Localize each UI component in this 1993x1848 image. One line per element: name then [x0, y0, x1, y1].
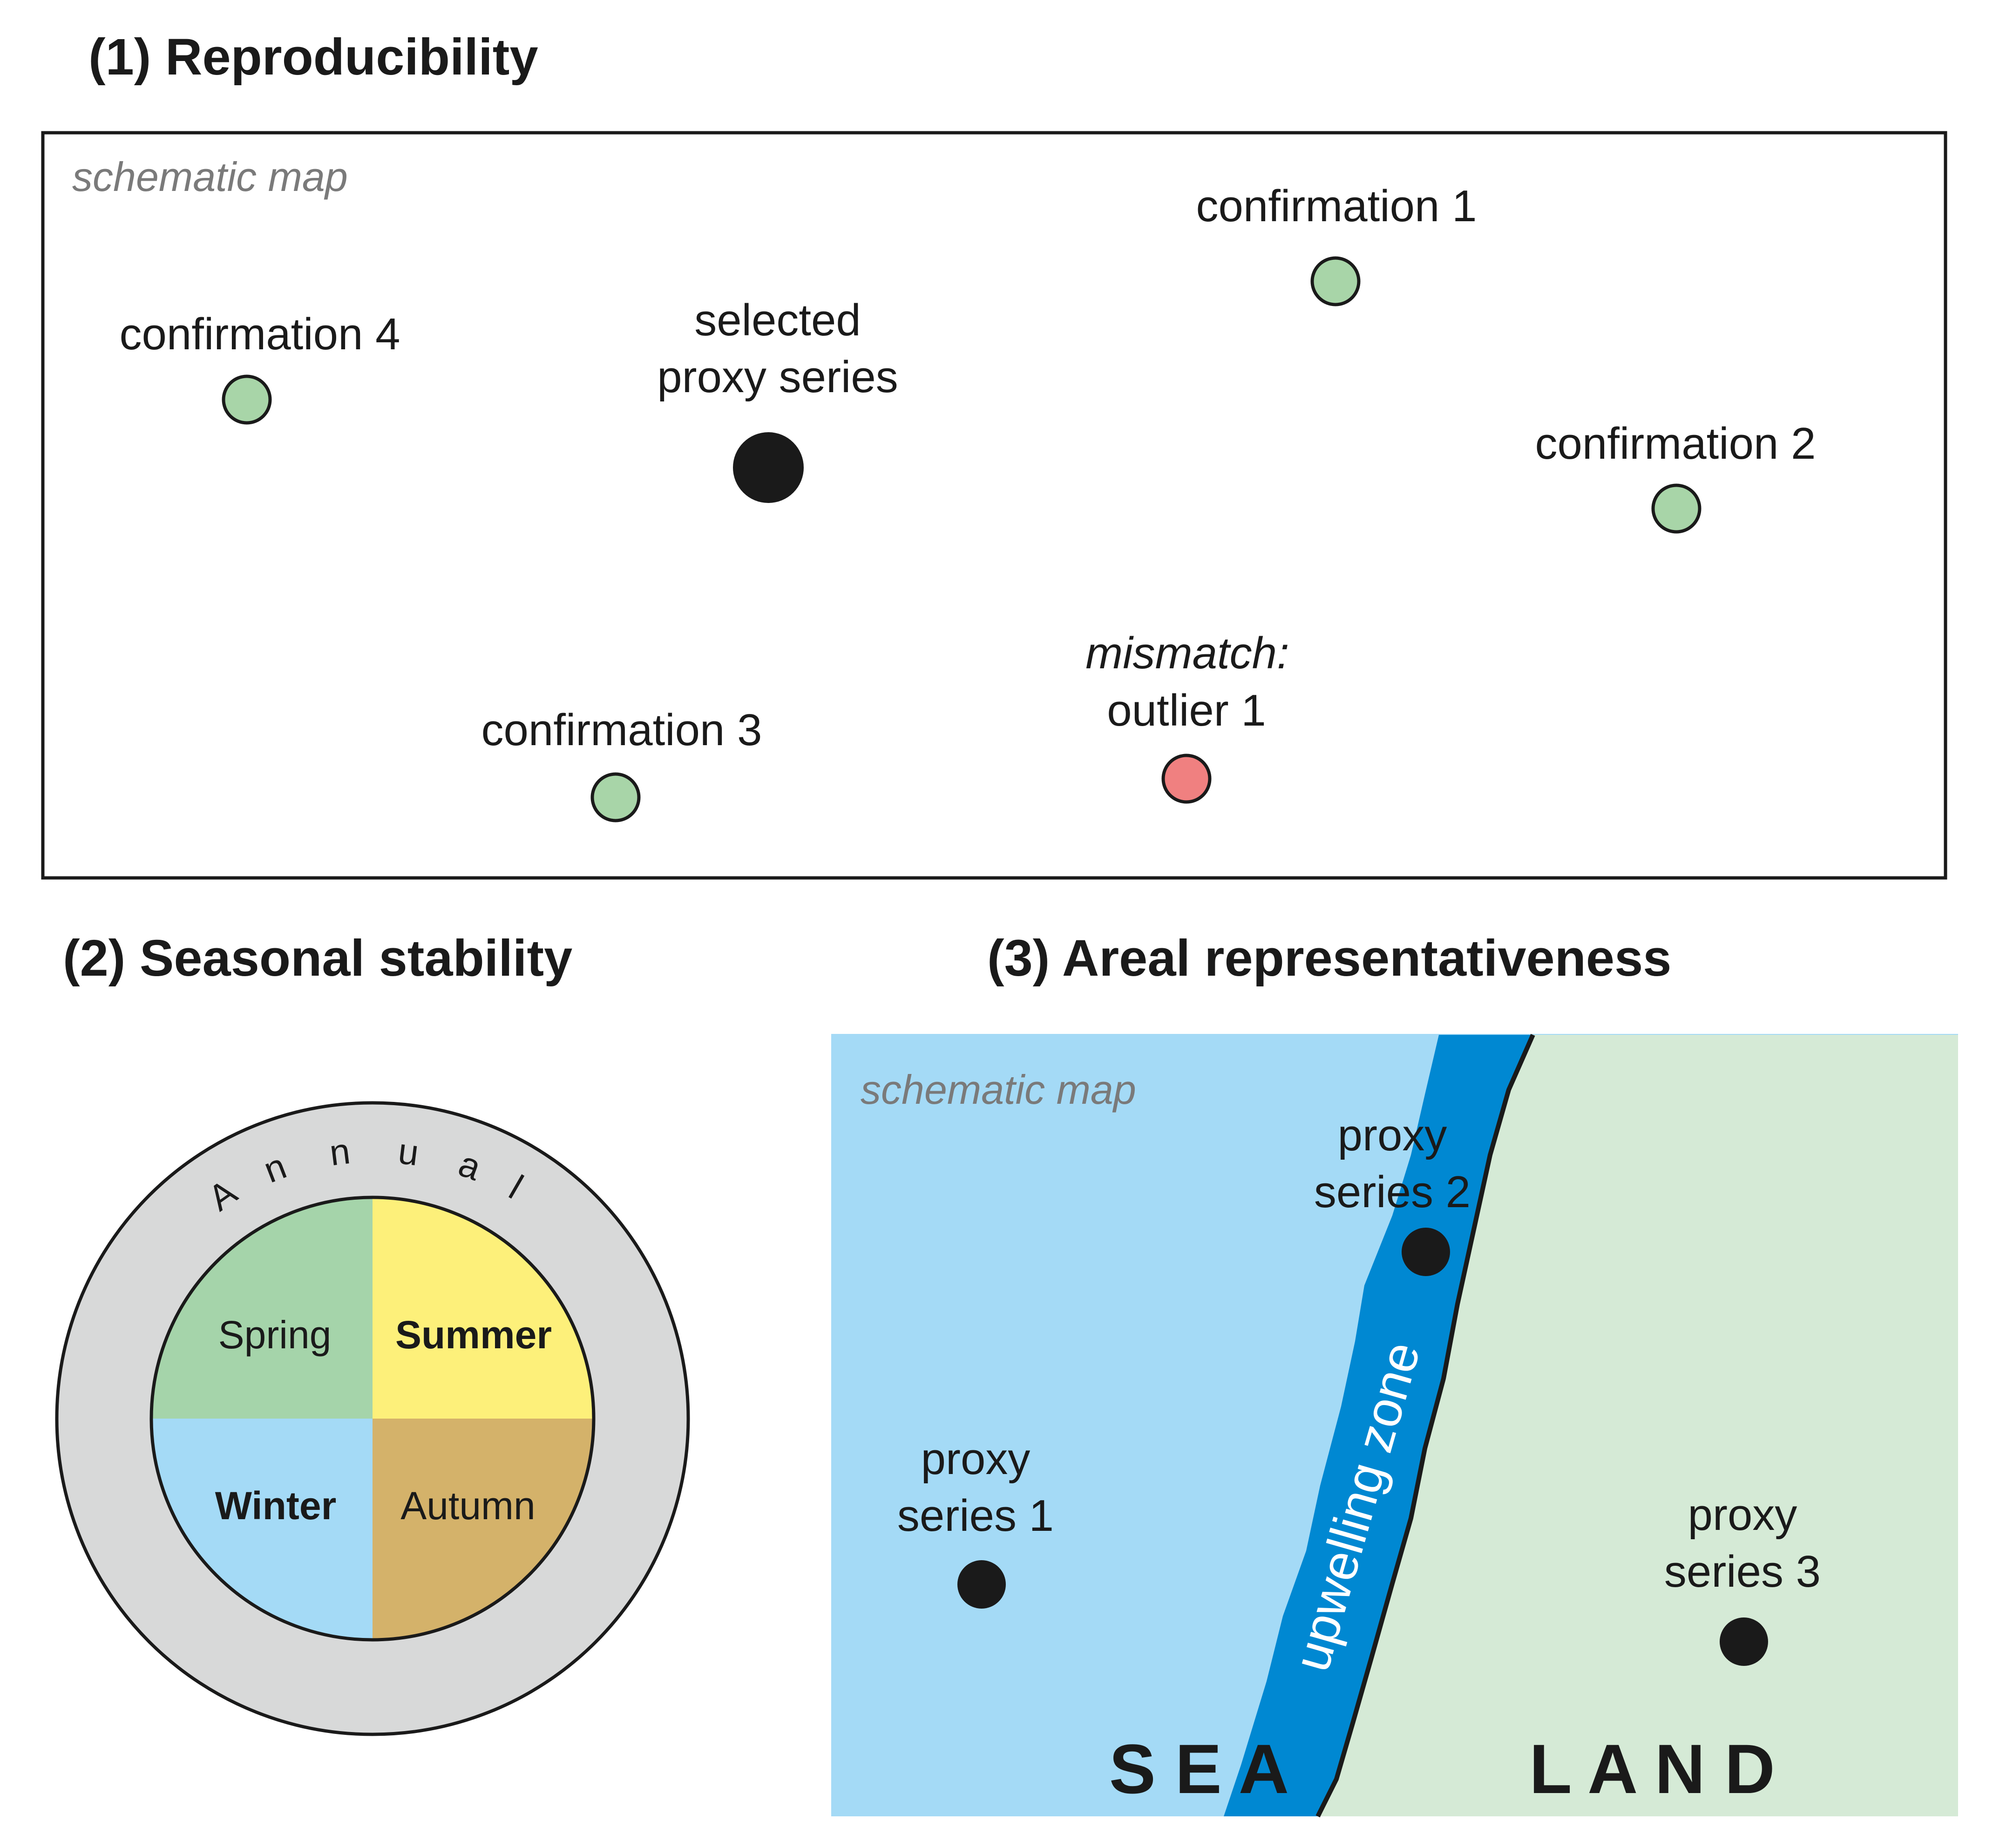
proxy-series-1-marker	[957, 1560, 1006, 1609]
areal-map: schematic map upwelling zone proxy serie…	[831, 1033, 1958, 1818]
winter-label: Winter	[215, 1484, 337, 1528]
spring-label: Spring	[218, 1313, 332, 1357]
outlier-1-label: outlier 1	[1107, 686, 1266, 735]
summer-quadrant	[373, 1197, 594, 1419]
coastline	[1315, 1033, 1535, 1818]
seasonal-wheel: Spring Summer Winter Autumn A n n u a l	[55, 1101, 690, 1736]
panel3-map-note: schematic map	[861, 1067, 1136, 1113]
proxy-series-2-label-line2: series 2	[1314, 1167, 1471, 1217]
selected-proxy-label-line1: selected	[694, 295, 861, 345]
mismatch-label: mismatch:	[1085, 628, 1289, 678]
spring-quadrant	[151, 1197, 373, 1419]
proxy-series-3-marker	[1720, 1617, 1768, 1666]
panel1-map-frame	[41, 131, 1947, 880]
proxy-series-2-marker	[1402, 1228, 1450, 1276]
selected-proxy-marker	[733, 432, 804, 503]
season-circle-outline	[149, 1196, 596, 1642]
sea-label: S E A	[1109, 1730, 1289, 1808]
annual-letter: n	[327, 1130, 353, 1174]
annual-letter: u	[396, 1130, 421, 1174]
panel2-title: (2) Seasonal stability	[63, 930, 572, 987]
winter-quadrant	[151, 1419, 373, 1640]
confirmation-3-label: confirmation 3	[481, 705, 762, 755]
panel1-map-note: schematic map	[72, 154, 348, 200]
outlier-1-marker	[1161, 754, 1212, 804]
proxy-series-3-label-line1: proxy	[1688, 1490, 1797, 1540]
confirmation-4-label: confirmation 4	[120, 309, 400, 359]
upwelling-zone	[1224, 1035, 1533, 1816]
confirmation-4-marker	[222, 374, 272, 425]
selected-proxy-label-line2: proxy series	[657, 352, 898, 402]
autumn-quadrant	[373, 1419, 594, 1640]
land-area	[1318, 1035, 1958, 1816]
summer-label: Summer	[395, 1313, 552, 1357]
confirmation-2-label: confirmation 2	[1535, 419, 1816, 469]
confirmation-3-marker	[590, 772, 641, 822]
land-label: L A N D	[1529, 1730, 1775, 1808]
confirmation-1-marker	[1310, 256, 1361, 306]
proxy-series-2-label-line1: proxy	[1338, 1110, 1447, 1160]
proxy-series-1-label-line2: series 1	[897, 1491, 1054, 1541]
proxy-series-3-label-line2: series 3	[1664, 1547, 1821, 1597]
panel1-title: (1) Reproducibility	[88, 28, 538, 86]
proxy-series-1-label-line1: proxy	[921, 1434, 1030, 1484]
autumn-label: Autumn	[400, 1484, 536, 1528]
confirmation-2-marker	[1651, 483, 1702, 534]
confirmation-1-label: confirmation 1	[1196, 181, 1477, 231]
panel3-title: (3) Areal representativeness	[987, 930, 1671, 987]
